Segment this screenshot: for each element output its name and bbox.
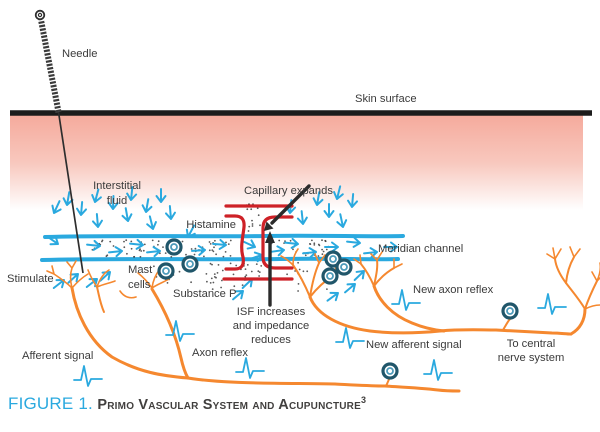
nerve-cell <box>381 362 399 380</box>
stimulation-up-arrows <box>52 270 365 302</box>
isf-label-1: ISF increases <box>237 306 306 318</box>
mast-cell <box>321 267 339 285</box>
mast-cell <box>157 262 175 280</box>
interstitial-fluid-label-2: fluid <box>107 195 128 207</box>
mast-cell <box>324 250 342 268</box>
figure-title: Primo Vascular System and Acupuncture <box>97 397 361 413</box>
capillary-expands-label: Capillary expands <box>244 185 333 197</box>
needle-shaft <box>57 111 84 274</box>
mast-cells-label-1: Mast <box>128 264 153 276</box>
axon-reflex-label: Axon reflex <box>192 347 248 359</box>
action-potential-spikes <box>73 289 567 387</box>
interstitial-fluid-label-1: Interstitial <box>93 180 141 192</box>
mast-cell <box>181 255 199 273</box>
mast-cells-label-2: cells <box>128 279 151 291</box>
figure-number: FIGURE 1. <box>8 394 93 413</box>
nerve-cell <box>501 302 519 320</box>
needle-label: Needle <box>62 48 97 60</box>
mast-cell <box>165 238 183 256</box>
afferent-signal-label: Afferent signal <box>22 350 93 362</box>
mast-cell <box>335 258 353 276</box>
to-central-label-1: To central <box>507 338 556 350</box>
isf-label-2: and impedance <box>233 320 310 332</box>
figure-citation-superscript: 3 <box>360 395 366 405</box>
isf-increase-arrow <box>265 231 275 307</box>
skin-surface-label: Skin surface <box>355 93 417 105</box>
mast-cells <box>157 238 519 380</box>
dermis-tissue-band <box>10 115 583 210</box>
figure-caption: FIGURE 1. Primo Vascular System and Acup… <box>8 394 366 414</box>
capillary-expands-arrow <box>264 184 311 231</box>
isf-label-3: reduces <box>251 334 291 346</box>
stimulate-label: Stimulate <box>7 273 54 285</box>
histamine-label: Histamine <box>186 219 236 231</box>
new-afferent-signal-label: New afferent signal <box>366 339 462 351</box>
to-central-label-2: nerve system <box>498 352 565 364</box>
meridian-channel-label: Meridian channel <box>378 243 463 255</box>
substance-p-label: Substance P <box>173 288 236 300</box>
acupuncture-needle <box>34 9 84 274</box>
new-axon-reflex-label: New axon reflex <box>413 284 494 296</box>
capillary-vessel <box>222 204 294 281</box>
needle-handle-coil <box>37 19 62 113</box>
